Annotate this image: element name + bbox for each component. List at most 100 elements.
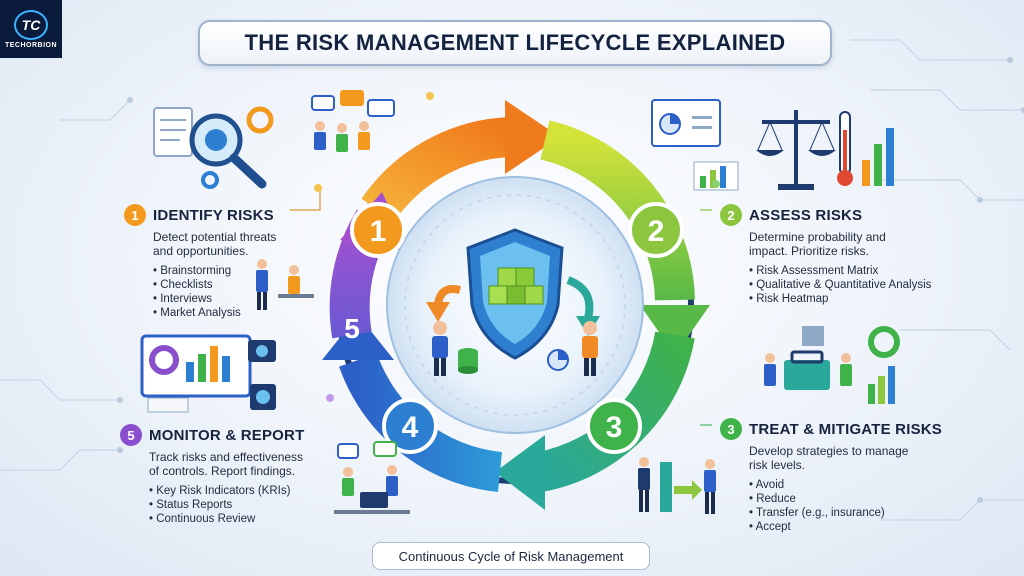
arrow-head-mitigate bbox=[322, 315, 394, 360]
step-description: Determine probability and impact. Priori… bbox=[720, 230, 1010, 258]
step-badge: 5 bbox=[120, 424, 142, 446]
step-monitor: 5 MONITOR & REPORT Track risks and effec… bbox=[120, 424, 390, 526]
gear-icon bbox=[201, 171, 219, 189]
step-title: IDENTIFY RISKS bbox=[153, 206, 274, 224]
lifecycle-ring: 1 2 3 4 5 bbox=[322, 100, 710, 510]
svg-text:1: 1 bbox=[370, 215, 387, 248]
ring-disk-1: 1 bbox=[350, 202, 406, 258]
list-item: Brainstorming bbox=[153, 264, 394, 278]
step-title: TREAT & MITIGATE RISKS bbox=[749, 420, 943, 438]
step-badge: 2 bbox=[720, 204, 742, 226]
arrow-head-treat bbox=[495, 435, 545, 510]
list-item: Avoid bbox=[749, 478, 1010, 492]
page-title: THE RISK MANAGEMENT LIFECYCLE EXPLAINED bbox=[244, 30, 786, 55]
toolbox-icon bbox=[784, 360, 830, 390]
desc-line: of controls. Report findings. bbox=[149, 464, 296, 478]
segment-identify bbox=[361, 117, 516, 222]
ring-disk-5: 5 bbox=[344, 313, 360, 344]
step-identify: 1 IDENTIFY RISKS Detect potential threat… bbox=[124, 204, 394, 320]
desc-line: risk levels. bbox=[749, 458, 806, 472]
chat-bubble-icon bbox=[367, 99, 395, 117]
list-item: Interviews bbox=[153, 292, 394, 306]
step-list: Avoid Reduce Transfer (e.g., insurance) … bbox=[720, 478, 1010, 534]
logo-mark: TC bbox=[14, 9, 48, 40]
list-item: Risk Heatmap bbox=[749, 292, 1010, 306]
brainstorm-illustration bbox=[256, 259, 314, 310]
logo-brand: TECHORBION bbox=[4, 41, 58, 49]
wrench-icon bbox=[802, 326, 824, 346]
ring-disk-4: 4 bbox=[382, 398, 438, 454]
treat-tools-illustration bbox=[764, 326, 900, 404]
step-description: Detect potential threats and opportuniti… bbox=[124, 230, 394, 258]
step-list: Brainstorming Checklists Interviews Mark… bbox=[124, 264, 394, 320]
svg-text:5: 5 bbox=[344, 313, 360, 344]
list-item: Transfer (e.g., insurance) bbox=[749, 506, 1010, 520]
chat-bubble-icon bbox=[373, 441, 397, 457]
list-item: Continuous Review bbox=[149, 512, 390, 526]
step-description: Develop strategies to manage risk levels… bbox=[720, 444, 1010, 472]
svg-text:2: 2 bbox=[648, 215, 665, 248]
laptop-icon bbox=[360, 492, 388, 508]
database-icon bbox=[458, 348, 478, 374]
desc-line: and opportunities. bbox=[153, 244, 249, 258]
reporting-team-illustration bbox=[334, 441, 410, 514]
chat-bubble-icon bbox=[337, 443, 359, 459]
ring-disk-2: 2 bbox=[628, 202, 684, 258]
chat-bubble-icon bbox=[340, 90, 364, 106]
team-discussion-illustration bbox=[311, 90, 395, 152]
step-title: MONITOR & REPORT bbox=[149, 426, 305, 444]
identify-illustration bbox=[153, 106, 274, 189]
list-item: Key Risk Indicators (KRIs) bbox=[149, 484, 390, 498]
assess-charts-illustration bbox=[651, 99, 739, 191]
arrow-head-identify bbox=[505, 100, 560, 174]
list-item: Status Reports bbox=[149, 498, 390, 512]
orange-swirl-icon bbox=[434, 285, 461, 306]
list-item: Reduce bbox=[749, 492, 1010, 506]
assess-scale-illustration bbox=[756, 110, 894, 190]
list-item: Accept bbox=[749, 520, 1010, 534]
gear-icon bbox=[205, 129, 227, 151]
cubes-icon bbox=[488, 267, 544, 305]
chat-bubble-icon bbox=[311, 95, 335, 111]
step-treat: 3 TREAT & MITIGATE RISKS Develop strateg… bbox=[720, 418, 1010, 534]
list-item: Risk Assessment Matrix bbox=[749, 264, 1010, 278]
cycle-caption: Continuous Cycle of Risk Management bbox=[398, 548, 624, 564]
gear-icon bbox=[246, 106, 274, 134]
segment-assess bbox=[540, 120, 695, 301]
desc-line: Determine probability and bbox=[749, 230, 886, 244]
title-banner: THE RISK MANAGEMENT LIFECYCLE EXPLAINED bbox=[198, 20, 832, 66]
desc-line: impact. Prioritize risks. bbox=[749, 244, 870, 258]
step-list: Key Risk Indicators (KRIs) Status Report… bbox=[120, 484, 390, 526]
caption-banner: Continuous Cycle of Risk Management bbox=[372, 542, 650, 570]
core-dashed-ring bbox=[404, 194, 626, 416]
arrow-right-icon bbox=[674, 480, 702, 500]
list-item: Qualitative & Quantitative Analysis bbox=[749, 278, 1010, 292]
step-list: Risk Assessment Matrix Qualitative & Qua… bbox=[720, 264, 1010, 306]
step-title: ASSESS RISKS bbox=[749, 206, 863, 224]
dashboard-illustration bbox=[140, 334, 276, 413]
teal-swirl-icon bbox=[566, 276, 594, 319]
list-item: Checklists bbox=[153, 278, 394, 292]
pillar-icon bbox=[660, 462, 672, 512]
svg-text:3: 3 bbox=[606, 411, 623, 444]
gauge-icon bbox=[868, 326, 900, 358]
step-badge: 3 bbox=[720, 418, 742, 440]
list-item: Market Analysis bbox=[153, 306, 394, 320]
pie-chart-icon bbox=[547, 349, 569, 371]
person-right-icon bbox=[582, 321, 598, 376]
arrow-head-assess bbox=[640, 305, 710, 355]
strategy-team-illustration bbox=[638, 457, 716, 514]
step-assess: 2 ASSESS RISKS Determine probability and… bbox=[720, 204, 1010, 306]
person-left-icon bbox=[432, 321, 448, 376]
desk-icon bbox=[278, 294, 314, 298]
desc-line: Track risks and effectiveness bbox=[149, 450, 304, 464]
ring-disk-3: 3 bbox=[586, 398, 642, 454]
step-badge: 1 bbox=[124, 204, 146, 226]
desc-line: Develop strategies to manage bbox=[749, 444, 909, 458]
desc-line: Detect potential threats bbox=[153, 230, 277, 244]
orange-swirl-head bbox=[426, 302, 450, 322]
brand-logo: TC TECHORBION bbox=[0, 0, 62, 58]
svg-text:4: 4 bbox=[402, 411, 419, 444]
